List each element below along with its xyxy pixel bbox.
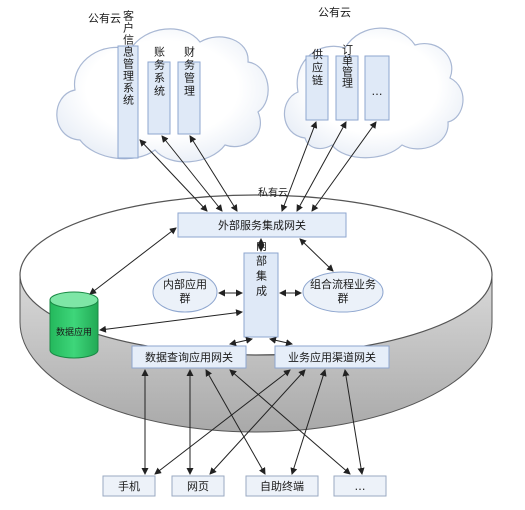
- channel-gateway-label: 业务应用渠道网关: [288, 350, 376, 364]
- terminal-kiosk-box: [245, 475, 319, 497]
- cloud-right-more-label: …: [372, 85, 383, 98]
- terminal-kiosk-label: 自助终端: [260, 479, 304, 493]
- terminal-more-label: …: [355, 480, 366, 493]
- supply-chain-box: [305, 55, 329, 121]
- finance-mgmt-label: 财务管理: [183, 45, 196, 98]
- cloud-right-more-box: [364, 55, 390, 121]
- billing-system-box: [147, 61, 171, 135]
- internal-apps-label: 内部应用群: [163, 278, 207, 305]
- finance-mgmt-box: [177, 61, 201, 135]
- external-gateway-box: [177, 212, 347, 238]
- process-group-ellipse: [302, 271, 384, 313]
- arrow-channel-kiosk: [290, 369, 327, 475]
- query-gateway-box: [131, 345, 247, 369]
- billing-system-label: 账务系统: [153, 46, 166, 98]
- external-gateway-label: 外部服务集成网关: [218, 218, 306, 232]
- terminal-more-box: [333, 475, 387, 497]
- arrow-gateway-process: [299, 238, 334, 272]
- internal-integration-label: 内部集成: [255, 239, 268, 300]
- arrow-channel-web: [209, 369, 306, 475]
- supply-chain-label: 供应链: [311, 47, 324, 87]
- connection-arrows: [89, 121, 377, 475]
- database-icon: [49, 291, 99, 359]
- arrow-channel-more: [342, 369, 365, 475]
- crm-system-label: 客户信息管理系统: [122, 9, 135, 106]
- internal-integration-box: [243, 252, 279, 338]
- data-app-label: 数据应用: [56, 326, 92, 338]
- order-mgmt-label: 订单管理: [341, 44, 354, 88]
- arrow-gateway-database: [89, 227, 177, 295]
- cloud-right-title: 公有云: [318, 5, 351, 19]
- arrow-integration-channel: [269, 336, 293, 347]
- crm-system-box: [117, 45, 139, 159]
- order-mgmt-box: [335, 55, 359, 121]
- private-cloud-title: 私有云: [258, 186, 288, 199]
- arrow-integration-database: [99, 309, 243, 333]
- terminal-web-label: 网页: [187, 480, 209, 493]
- cloud-left-title: 公有云: [88, 11, 121, 25]
- arrow-more-gateway: [311, 121, 377, 212]
- terminal-mobile-box: [102, 475, 156, 497]
- arrow-integration-query: [229, 336, 253, 347]
- channel-gateway-box: [274, 345, 390, 369]
- terminal-mobile-label: 手机: [118, 479, 140, 493]
- arrow-finance-gateway: [189, 135, 238, 212]
- process-group-label: 组合流程业务群: [310, 278, 376, 305]
- query-gateway-label: 数据查询应用网关: [145, 350, 233, 364]
- terminal-web-box: [171, 475, 225, 497]
